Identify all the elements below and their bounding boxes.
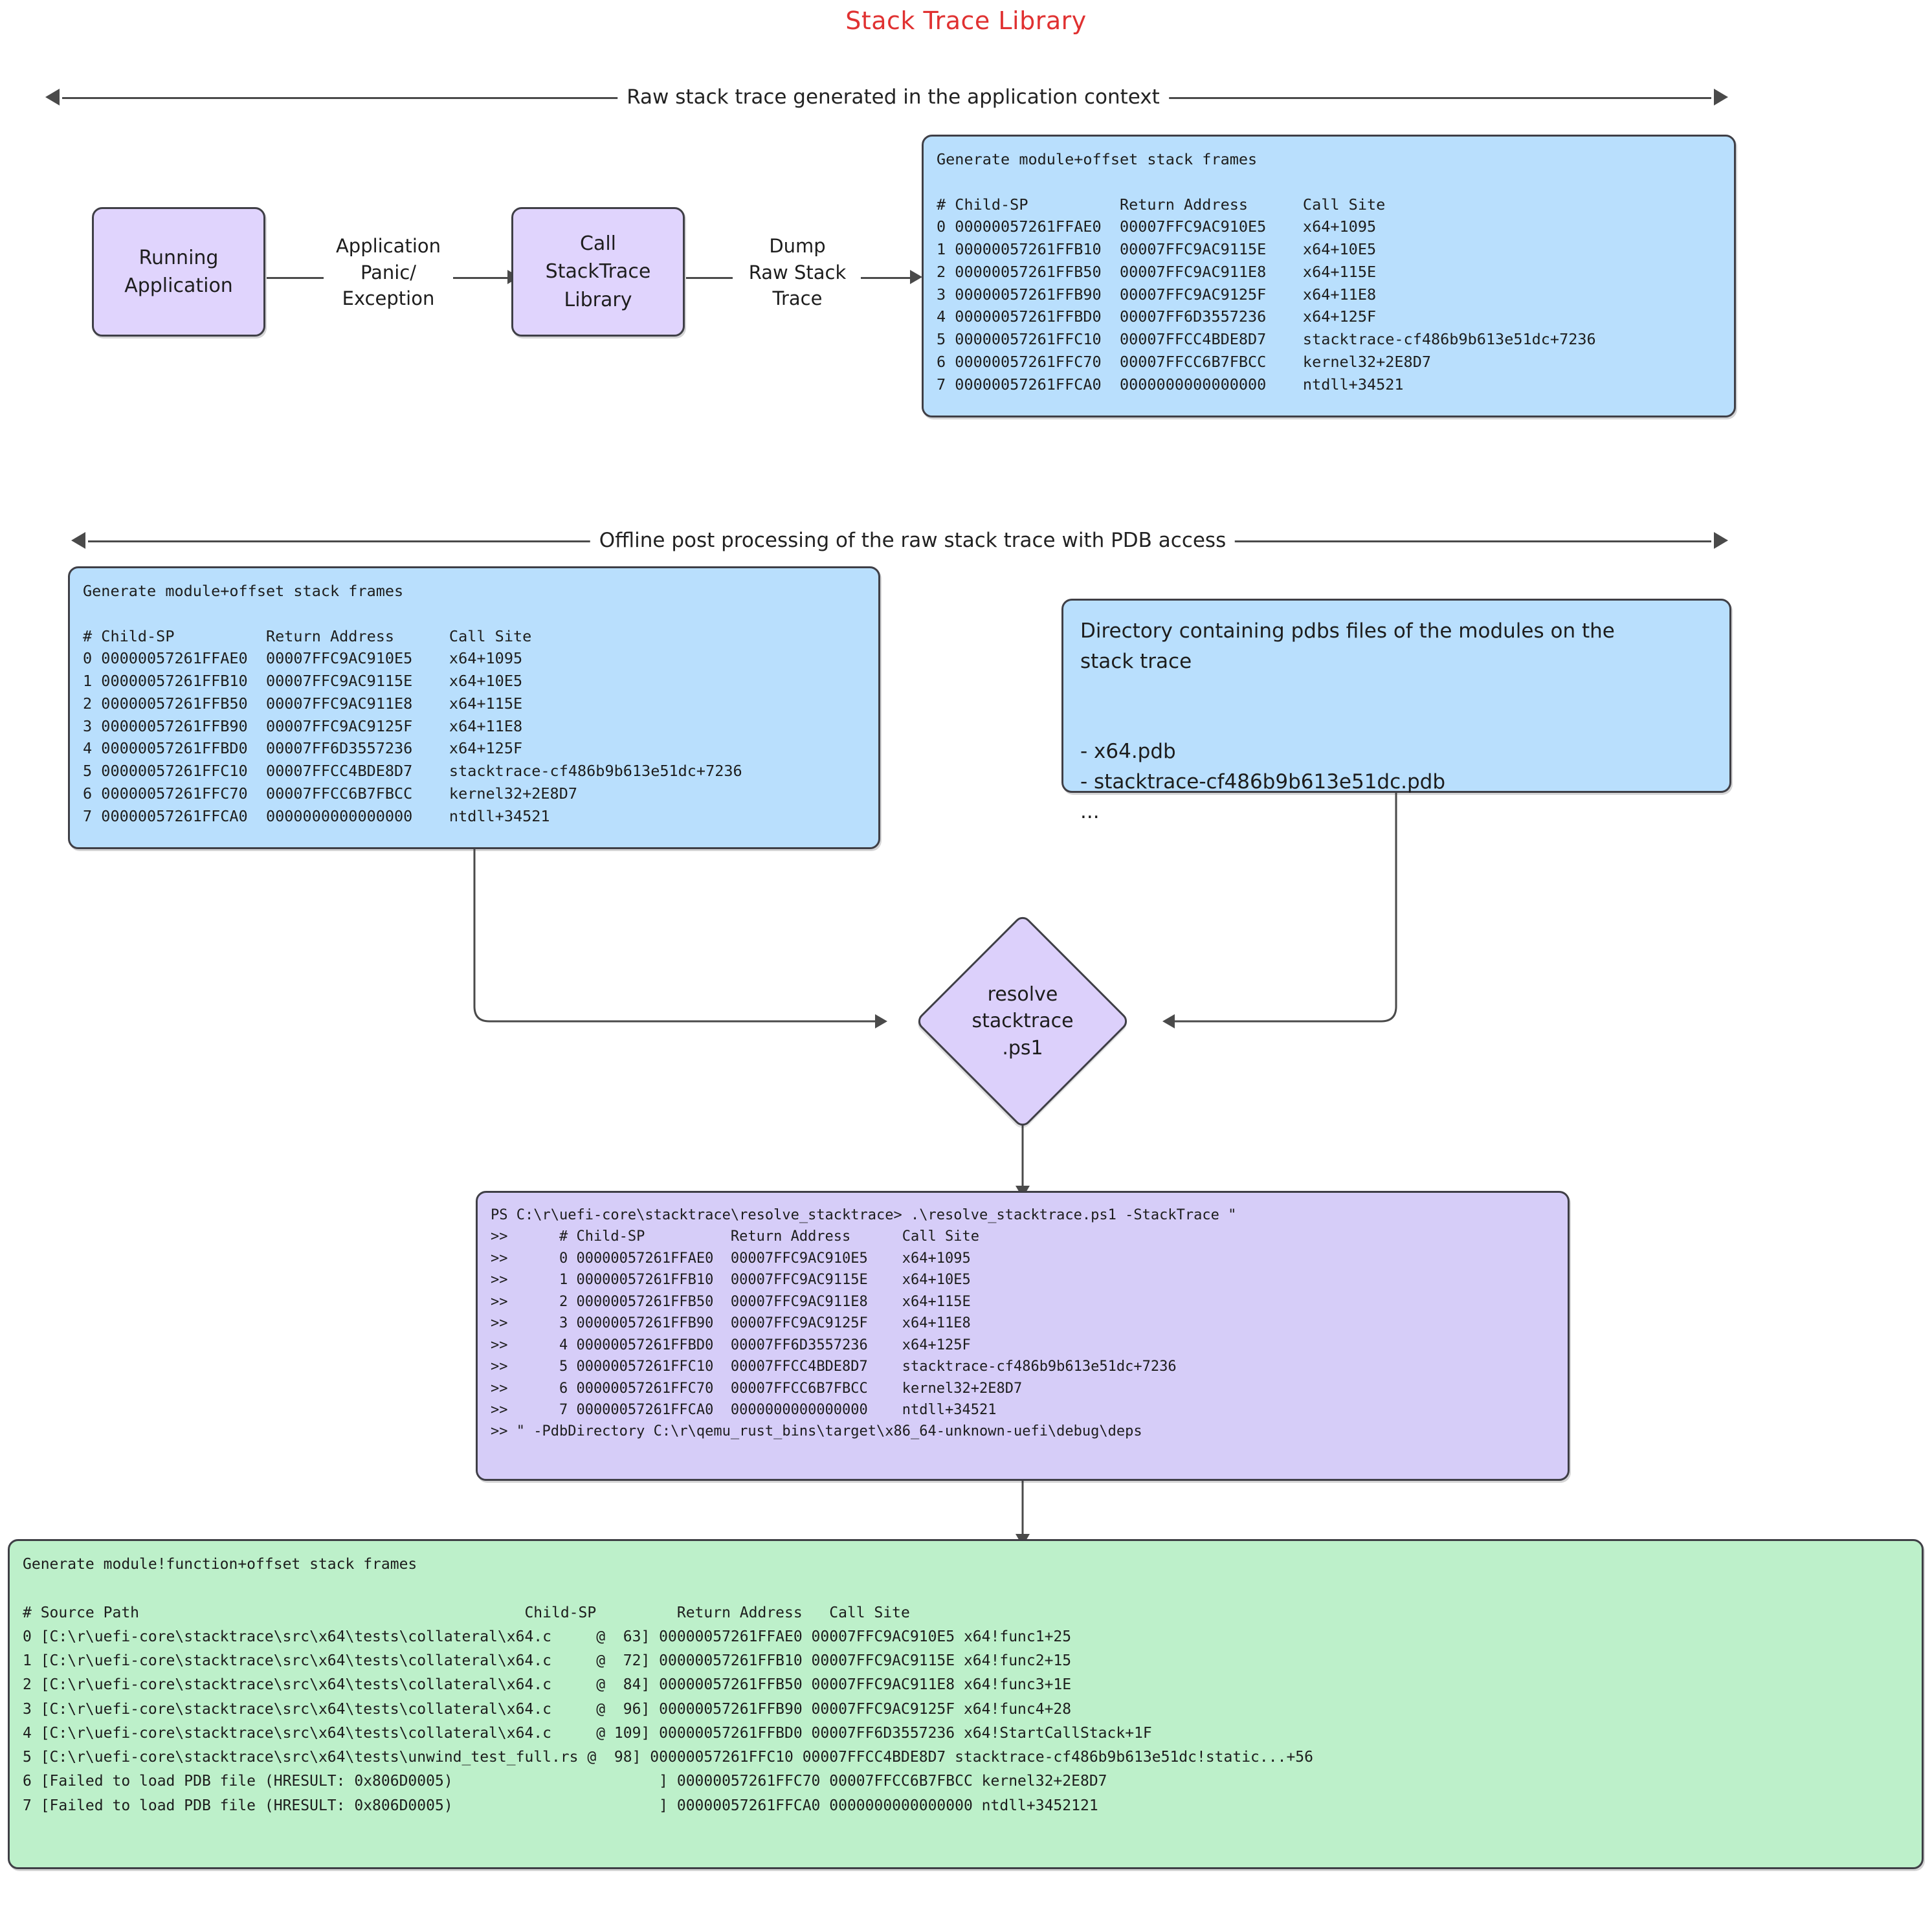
node-resolved-stack-frames[interactable]: Generate module!function+offset stack fr… [8, 1539, 1924, 1869]
edge-panic-line-b [453, 277, 509, 279]
resolve-stacktrace-label: resolve stacktrace .ps1 [972, 982, 1074, 1059]
edge-dump-line-a [686, 277, 735, 279]
raw-stack-trace-top-text: Generate module+offset stack frames # Ch… [937, 150, 1596, 394]
bottom-band-label: Offline post processing of the raw stack… [590, 529, 1236, 552]
pdb-directory-text: Directory containing pdbs files of the m… [1080, 619, 1615, 823]
node-call-stacktrace-library-label: Call StackTrace Library [545, 232, 651, 311]
edge-panic-label: Application Panic/ Exception [324, 233, 453, 312]
node-pdb-directory[interactable]: Directory containing pdbs files of the m… [1061, 599, 1731, 823]
node-running-application-label: Running Application [124, 246, 233, 298]
bottom-section-band: Offline post processing of the raw stack… [71, 521, 1728, 560]
node-raw-stack-trace-input[interactable]: Generate module+offset stack frames # Ch… [68, 566, 880, 849]
edge-dump-label: Dump Raw Stack Trace [733, 233, 862, 312]
band-arrow-right-icon [1714, 89, 1728, 105]
edge-raw-to-resolve-arrow-icon [875, 1014, 887, 1028]
node-raw-stack-trace-top[interactable]: Generate module+offset stack frames # Ch… [922, 135, 1736, 417]
top-section-band: Raw stack trace generated in the applica… [45, 78, 1728, 116]
band-arrow-left-icon [45, 89, 60, 105]
page-title: Stack Trace Library [845, 6, 1087, 35]
edge-dump-line-b [861, 277, 913, 279]
raw-stack-trace-input-text: Generate module+offset stack frames # Ch… [83, 582, 742, 825]
top-band-label: Raw stack trace generated in the applica… [617, 85, 1169, 109]
band2-arrow-left-icon [71, 532, 85, 549]
node-resolve-stacktrace-ps1[interactable]: resolve stacktrace .ps1 [915, 913, 1131, 1129]
powershell-command-text: PS C:\r\uefi-core\stacktrace\resolve_sta… [491, 1207, 1237, 1440]
resolved-stack-frames-text: Generate module!function+offset stack fr… [23, 1556, 1313, 1814]
edge-dump-arrow-icon [910, 270, 922, 284]
node-running-application[interactable]: Running Application [92, 207, 265, 337]
edge-panic-line-a [267, 277, 326, 279]
band2-arrow-right-icon [1714, 532, 1728, 549]
node-powershell-command[interactable]: PS C:\r\uefi-core\stacktrace\resolve_sta… [476, 1191, 1570, 1481]
edge-pdb-to-resolve-arrow-icon [1162, 1014, 1175, 1028]
node-call-stacktrace-library[interactable]: Call StackTrace Library [511, 207, 685, 337]
